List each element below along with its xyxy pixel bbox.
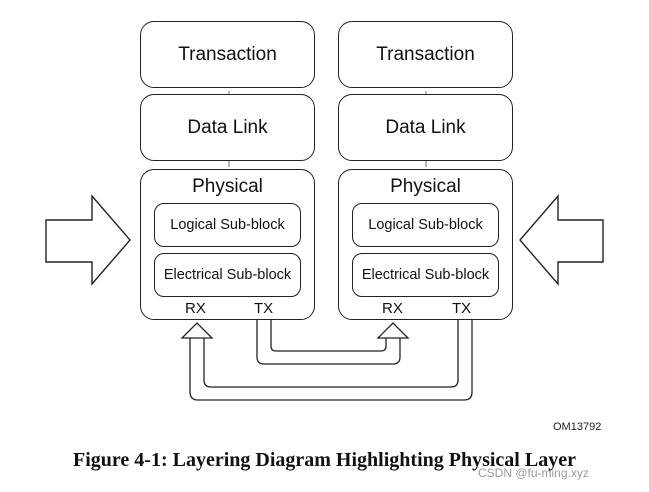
right-electrical-label: Electrical Sub-block [361,267,490,283]
right-inbound-arrow [519,194,604,286]
left-tx-label: TX [254,300,274,317]
left-logical-label: Logical Sub-block [170,217,285,233]
right-rx-label: RX [382,300,403,317]
tx-to-rx-link-inner-2 [270,320,387,352]
tx-to-rx-link-outer [203,320,459,388]
left-transaction-layer: Transaction [140,21,315,88]
left-electrical-sub-block: Electrical Sub-block [154,253,301,297]
figure-id: OM13792 [553,421,602,433]
left-data-link-label: Data Link [187,116,268,138]
figure-caption: Figure 4-1: Layering Diagram Highlightin… [73,449,576,471]
left-electrical-label: Electrical Sub-block [163,267,292,283]
right-electrical-sub-block: Electrical Sub-block [352,253,499,297]
left-physical-label: Physical [192,176,263,197]
right-transaction-layer: Transaction [338,21,513,88]
right-tx-label: TX [452,300,472,317]
inner-arrowhead [376,322,410,339]
tx-to-rx-link-outer-2 [189,320,473,401]
right-data-link-layer: Data Link [338,94,513,161]
left-inbound-arrow [45,194,131,286]
left-transaction-label: Transaction [178,43,277,65]
left-data-link-layer: Data Link [140,94,315,161]
outer-arrowhead [180,322,214,339]
right-logical-sub-block: Logical Sub-block [352,203,499,247]
right-transaction-label: Transaction [376,43,475,65]
right-data-link-label: Data Link [385,116,466,138]
right-logical-label: Logical Sub-block [368,217,483,233]
left-logical-sub-block: Logical Sub-block [154,203,301,247]
watermark-text: CSDN @fu-ming.xyz [478,466,589,480]
left-rx-label: RX [185,300,206,317]
right-physical-label: Physical [390,176,461,197]
tx-to-rx-link-inner [256,320,401,365]
